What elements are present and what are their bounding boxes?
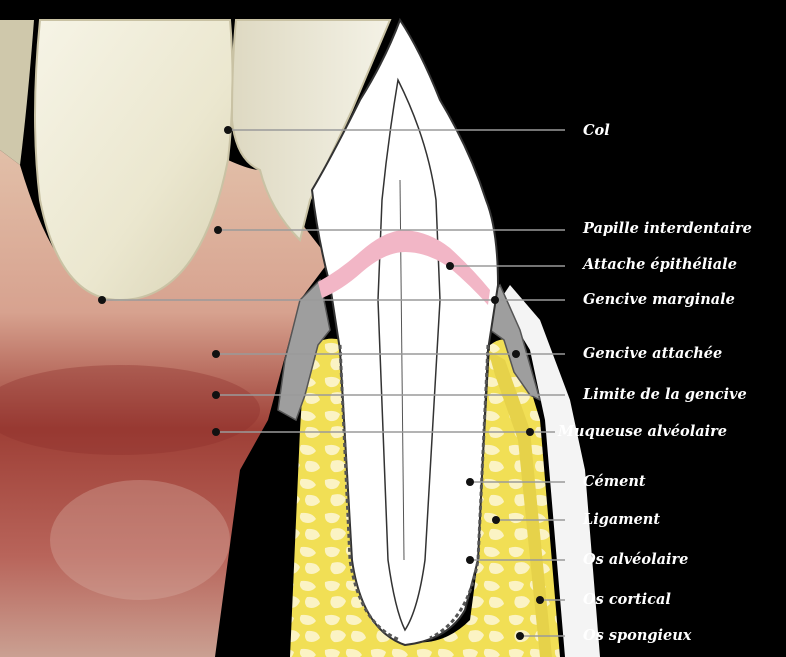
label-os-alveolaire: Os alvéolaire	[583, 551, 688, 568]
label-papille-interdentaire: Papille interdentaire	[582, 220, 752, 237]
label-os-spongieux: Os spongieux	[583, 627, 692, 644]
label-muqueuse-alveolaire: Muqueuse alvéolaire	[557, 423, 727, 440]
label-cement: Cément	[583, 473, 646, 490]
label-col: Col	[583, 122, 610, 139]
label-limite-gencive: Limite de la gencive	[582, 386, 747, 403]
gum-highlight	[50, 480, 230, 600]
label-attache-epitheliale: Attache épithéliale	[581, 256, 737, 273]
label-os-cortical: Os cortical	[583, 591, 671, 608]
label-gencive-marginale: Gencive marginale	[583, 291, 735, 308]
label-ligament: Ligament	[582, 511, 660, 528]
label-gencive-attachee: Gencive attachée	[583, 345, 722, 362]
